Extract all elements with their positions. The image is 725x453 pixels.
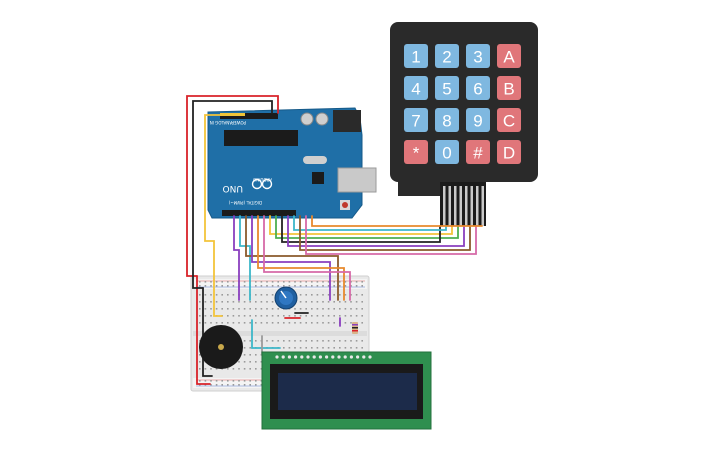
wire-brown-2 [299, 215, 471, 251]
power-jack [333, 110, 361, 132]
keypad-key-label: C [503, 112, 515, 131]
arduino-logo [251, 178, 273, 190]
lcd-16x2[interactable] [261, 351, 432, 430]
atmega-chip [224, 130, 298, 146]
keypad-key-8[interactable]: 8 [435, 108, 459, 132]
wire-purple-1 [233, 215, 240, 301]
wire-red-5v [186, 95, 279, 277]
wire-red-bb [196, 275, 211, 385]
wire-purple-3 [287, 215, 465, 247]
wire-yellow [204, 114, 223, 317]
wire-pink-2 [305, 215, 477, 255]
keypad-key-label: 5 [442, 80, 451, 99]
keypad-key-4[interactable]: 4 [404, 76, 428, 100]
keypad-key-C[interactable]: C [497, 108, 521, 132]
wire-cyan-2 [293, 215, 447, 231]
analog-label: ANALOG IN [210, 120, 232, 125]
wire-bb-cyan [251, 319, 281, 349]
keypad-key-0[interactable]: 0 [435, 140, 459, 164]
wire-orange-1 [257, 215, 345, 301]
wire-black-2 [281, 215, 441, 243]
capacitor-2 [315, 112, 329, 126]
arduino-brand-label: ARDUINO [253, 177, 272, 182]
keypad-keys[interactable]: 1 2 3 A 4 5 6 B 7 8 9 C * 0 # D [404, 44, 521, 164]
keypad-key-2[interactable]: 2 [435, 44, 459, 68]
keypad-key-label: # [473, 144, 483, 163]
keypad-key-*[interactable]: * [404, 140, 428, 164]
wire-orange-2 [311, 215, 483, 227]
arduino-uno-board[interactable]: UNO ARDUINO DIGITAL (PWM~) POWER ANALOG … [207, 107, 377, 219]
lcd-pins [275, 355, 372, 359]
keypad-key-3[interactable]: 3 [466, 44, 490, 68]
keypad-key-1[interactable]: 1 [404, 44, 428, 68]
capacitor-1 [300, 112, 314, 126]
wire-green-1 [275, 215, 459, 239]
keypad-key-label: 0 [442, 144, 451, 163]
keypad-key-B[interactable]: B [497, 76, 521, 100]
keypad-key-A[interactable]: A [497, 44, 521, 68]
keypad-key-7[interactable]: 7 [404, 108, 428, 132]
keypad-key-9[interactable]: 9 [466, 108, 490, 132]
keypad-key-label: 6 [473, 80, 482, 99]
keypad-key-label: B [503, 80, 514, 99]
keypad-key-label: 3 [473, 48, 482, 67]
wires [186, 95, 483, 385]
wire-yellow-2 [269, 215, 453, 235]
keypad-key-6[interactable]: 6 [466, 76, 490, 100]
potentiometer[interactable] [274, 286, 298, 310]
piezo-buzzer[interactable] [199, 325, 243, 369]
wire-brown-1 [245, 215, 339, 301]
keypad-key-label: 1 [411, 48, 420, 67]
lcd-screen [278, 373, 417, 410]
wire-black-bb [202, 287, 213, 377]
usb-port [337, 167, 377, 193]
keypad-key-label: 4 [411, 80, 420, 99]
keypad-key-5[interactable]: 5 [435, 76, 459, 100]
usb-chip [312, 172, 324, 184]
wire-black-gnd [192, 100, 273, 289]
digital-label: DIGITAL (PWM~) [228, 200, 262, 205]
crystal [303, 156, 327, 164]
wire-purple-2 [251, 215, 331, 301]
wire-cyan-1 [239, 215, 251, 301]
keypad-key-label: 9 [473, 112, 482, 131]
keypad-key-label: D [503, 144, 515, 163]
keypad-key-label: * [413, 144, 420, 163]
resistor[interactable] [352, 322, 358, 334]
wire-pink-1 [263, 215, 351, 301]
keypad-key-#[interactable]: # [466, 140, 490, 164]
keypad-key-label: 8 [442, 112, 451, 131]
digital-header [222, 210, 296, 216]
uno-label: UNO [223, 183, 243, 193]
keypad-key-D[interactable]: D [497, 140, 521, 164]
keypad-key-label: 2 [442, 48, 451, 67]
keypad-4x4[interactable]: 1 2 3 A 4 5 6 B 7 8 9 C * 0 # D [390, 22, 538, 226]
keypad-pins [443, 186, 484, 226]
keypad-key-label: 7 [411, 112, 420, 131]
power-label: POWER [231, 120, 246, 125]
power-header [220, 113, 278, 119]
keypad-key-label: A [503, 48, 515, 67]
